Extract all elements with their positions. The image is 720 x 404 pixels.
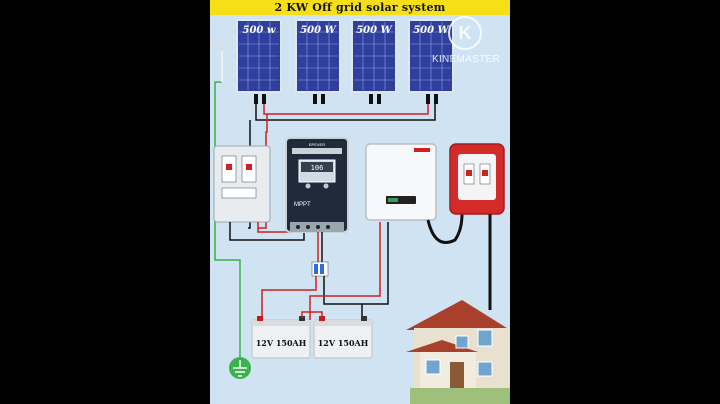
inverter: [365, 143, 437, 221]
ground-wire: [214, 81, 241, 365]
diagram-frame: 2 KW Off grid solar system 500 w 500 W 5…: [210, 0, 510, 404]
diagram-title: 2 KW Off grid solar system: [274, 1, 446, 14]
mc4-connectors: [254, 94, 438, 104]
battery-positive-main: [261, 276, 317, 320]
dc-breaker: [311, 261, 329, 277]
controller-display: 106: [311, 164, 324, 172]
pv-combiner-box: [213, 145, 271, 223]
solar-panel-3: 500 W: [351, 19, 397, 93]
solar-panel-2: 500 W: [295, 19, 341, 93]
panel-4-label: 500 W: [413, 25, 450, 36]
battery-2-label: 12V 150AH: [318, 338, 369, 348]
battery-link: [301, 311, 323, 318]
mppt-charge-controller: 106 MPPT EPEVER: [285, 137, 349, 233]
inverter-battery-positive: [309, 222, 381, 320]
panel-3-label: 500 W: [356, 25, 393, 36]
panel-2-label: 500 W: [300, 25, 337, 36]
ground-icon: [229, 357, 251, 379]
ac-output-cable: [426, 213, 464, 244]
controller-brand: EPEVER: [309, 142, 325, 147]
kinemaster-logo: K: [448, 16, 482, 50]
solar-panel-1: 500 w: [236, 19, 282, 93]
house-icon: [406, 300, 510, 404]
pv-positive-bus: [263, 104, 429, 115]
pv-negative-bus: [255, 104, 436, 121]
battery-1-label: 12V 150AH: [256, 338, 307, 348]
battery-1: 12V 150AH: [251, 316, 311, 359]
ac-breaker-box: [449, 143, 505, 215]
solar-panel-4: 500 W: [408, 19, 454, 93]
title-bar: [210, 0, 510, 15]
battery-2: 12V 150AH: [313, 316, 373, 359]
panel-1-label: 500 w: [243, 25, 276, 36]
watermark-text: KINEMASTER: [432, 54, 501, 65]
wiring-diagram: 500 w 500 W 500 W 500 W: [211, 19, 510, 404]
wind-turbine-icon: [211, 38, 233, 82]
pv-positive-drop: [258, 114, 268, 229]
controller-model: MPPT: [294, 202, 311, 208]
battery-negative-main: [323, 276, 363, 320]
inverter-battery-negative: [362, 222, 389, 305]
